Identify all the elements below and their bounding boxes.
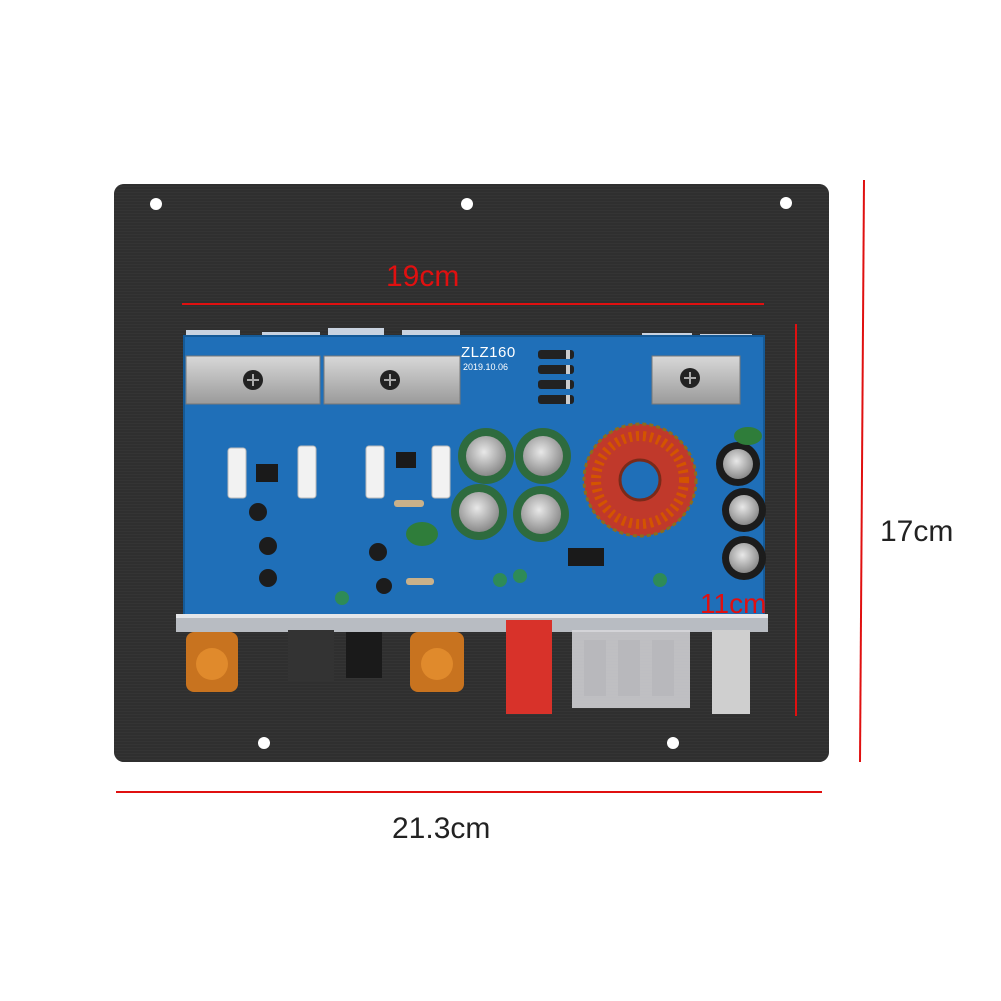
toroid-inductor bbox=[582, 422, 698, 538]
connector-bracket bbox=[176, 614, 768, 632]
input-connectors bbox=[288, 620, 750, 714]
potentiometers bbox=[186, 632, 464, 692]
pcb-date-label: 2019.10.06 bbox=[463, 362, 509, 372]
overall-width-label: 21.3cm bbox=[392, 812, 491, 845]
overall-height-label: 17cm bbox=[880, 515, 954, 548]
ceramic-resistors bbox=[227, 445, 451, 499]
resistors bbox=[394, 500, 434, 585]
pcb-height-label: 11cm bbox=[700, 588, 767, 619]
output-capacitors bbox=[716, 442, 766, 580]
film-capacitors bbox=[406, 427, 762, 546]
large-capacitors bbox=[451, 428, 571, 542]
small-capacitors bbox=[249, 503, 667, 605]
pcb-model-label: ZLZ160 bbox=[461, 344, 516, 361]
small-ics bbox=[256, 452, 604, 566]
mounting-holes bbox=[150, 197, 792, 749]
dimension-lines bbox=[116, 179, 865, 793]
heatsink-clamps bbox=[185, 355, 741, 405]
pcb-width-label: 19cm bbox=[386, 260, 460, 293]
diodes bbox=[538, 350, 574, 404]
